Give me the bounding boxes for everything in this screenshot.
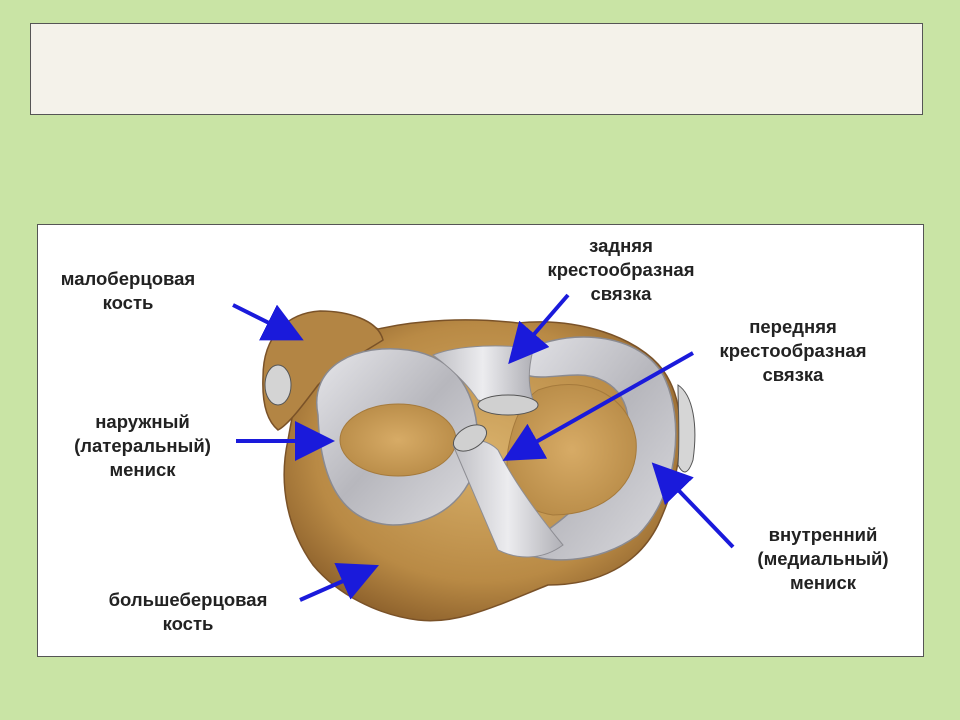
label-line: малоберцовая	[60, 268, 196, 289]
arrow-medial-meniscus	[651, 462, 735, 549]
label-line: мениск	[789, 572, 857, 593]
label-line: крестообразная	[547, 259, 695, 280]
anatomy-figure: малоберцовая кость задняя крестообразная…	[37, 224, 924, 657]
label-line: мениск	[109, 459, 176, 480]
label-tibia: большеберцовая кость	[78, 588, 298, 636]
fibula-cut-left	[264, 364, 292, 406]
label-line: связка	[590, 283, 652, 304]
anterior-cruciate-shape	[452, 439, 564, 558]
label-anterior-cruciate: передняя крестообразная связка	[698, 315, 888, 387]
arrow-tibia	[299, 563, 379, 602]
label-line: передняя	[749, 316, 837, 337]
posterior-cruciate-stump	[477, 394, 539, 416]
knee-illustration	[232, 293, 735, 622]
label-fibula: малоберцовая кость	[58, 267, 198, 315]
arrow-anterior-cruciate	[502, 351, 694, 461]
label-line: кость	[162, 613, 214, 634]
label-line: крестообразная	[719, 340, 867, 361]
label-medial-meniscus: внутренний (медиальный) мениск	[733, 523, 913, 595]
label-posterior-cruciate: задняя крестообразная связка	[526, 234, 716, 306]
arrow-posterior-cruciate	[508, 293, 570, 365]
label-line: связка	[762, 364, 824, 385]
medial-cut-section	[677, 384, 696, 473]
label-lateral-meniscus: наружный (латеральный) мениск	[55, 410, 230, 482]
title-box	[30, 23, 923, 115]
label-line: внутренний	[768, 524, 878, 545]
arrow-fibula	[232, 303, 304, 341]
anterior-cruciate-stump	[452, 424, 488, 452]
lateral-plateau	[339, 403, 457, 477]
label-line: (медиальный)	[757, 548, 889, 569]
label-line: (латеральный)	[74, 435, 211, 456]
label-line: большеберцовая	[108, 589, 268, 610]
label-line: задняя	[589, 235, 653, 256]
label-line: кость	[102, 292, 154, 313]
label-line: наружный	[95, 411, 190, 432]
